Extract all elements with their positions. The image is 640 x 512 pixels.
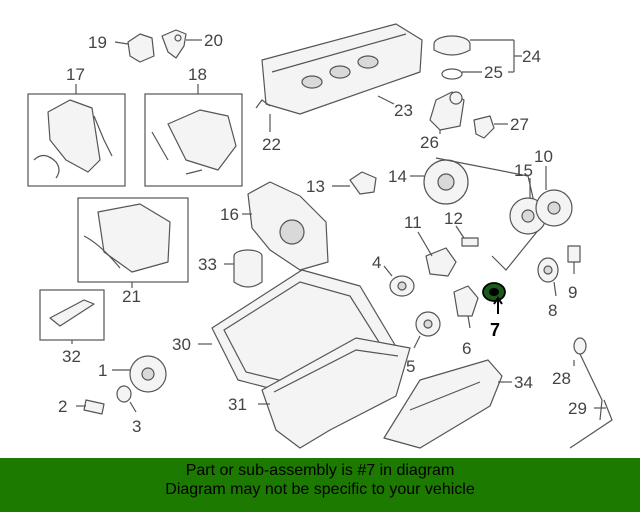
callout-27[interactable]: 27: [510, 115, 529, 134]
callout-34[interactable]: 34: [514, 373, 533, 392]
part-32-sealant: [39, 289, 105, 344]
part-29-dipstick: [569, 399, 613, 449]
part-2-bolt: [76, 399, 105, 415]
part-17-timing-cover: [27, 84, 126, 187]
callout-21[interactable]: 21: [122, 287, 141, 306]
part-25-cap-gasket: [441, 68, 514, 80]
callout-33[interactable]: 33: [198, 255, 217, 274]
callout-10[interactable]: 10: [534, 147, 553, 166]
part-19-bracket: [114, 33, 155, 63]
part-14-cam-sprocket: [410, 157, 541, 271]
part-7-oil-seal[interactable]: [482, 282, 506, 314]
callout-4[interactable]: 4: [372, 253, 381, 272]
part-23-valve-cover: [261, 23, 423, 115]
part-21-gasket-set: [77, 197, 189, 288]
part-28-dipstick-tube: [573, 337, 603, 421]
callout-16[interactable]: 16: [220, 205, 239, 224]
callout-15[interactable]: 15: [514, 161, 533, 180]
callout-11[interactable]: 11: [404, 213, 422, 232]
part-4-idler: [383, 265, 415, 297]
callout-28[interactable]: 28: [552, 369, 571, 388]
part-24-oil-cap: [433, 35, 522, 72]
part-27-elbow: [473, 115, 508, 139]
callout-14[interactable]: 14: [388, 167, 407, 186]
part-33-oil-filter: [224, 249, 263, 288]
part-22-gasket: [255, 99, 271, 132]
callout-18[interactable]: 18: [188, 65, 207, 84]
part-18-timing-cover: [144, 84, 243, 187]
callout-2[interactable]: 2: [58, 397, 67, 416]
part-3-washer: [116, 385, 137, 413]
callout-26[interactable]: 26: [420, 133, 439, 152]
banner-line-2: Diagram may not be specific to your vehi…: [165, 481, 475, 498]
banner-line-1: Part or sub-assembly is #7 in diagram: [185, 462, 455, 479]
part-1-crank-pulley: [112, 355, 167, 393]
callout-3[interactable]: 3: [132, 417, 141, 436]
callout-25[interactable]: 25: [484, 63, 503, 82]
part-13-sensor: [332, 171, 377, 195]
part-8-pulley: [537, 257, 559, 297]
part-16-oil-pump: [242, 181, 329, 271]
callout-31[interactable]: 31: [228, 395, 247, 414]
callout-1[interactable]: 1: [98, 361, 107, 380]
part-20-bracket: [161, 29, 202, 59]
callout-24[interactable]: 24: [522, 47, 541, 66]
info-banner: Part or sub-assembly is #7 in diagram Di…: [0, 458, 640, 512]
callout-7[interactable]: 7: [490, 320, 500, 340]
part-10-sprocket: [535, 166, 573, 227]
callout-30[interactable]: 30: [172, 335, 191, 354]
callout-29[interactable]: 29: [568, 399, 587, 418]
callout-9[interactable]: 9: [568, 283, 577, 302]
part-34-intake-manifold: [383, 359, 512, 449]
callout-13[interactable]: 13: [306, 177, 325, 196]
callout-19[interactable]: 19: [88, 33, 107, 52]
part-12-bolt: [455, 225, 479, 247]
part-9-bushing: [567, 245, 581, 274]
part-31-oil-pan-lower: [258, 337, 411, 449]
callout-22[interactable]: 22: [262, 135, 281, 154]
callout-6[interactable]: 6: [462, 339, 471, 358]
engine-exploded-diagram: 19 20 17 18 23 22: [27, 23, 613, 449]
callout-32[interactable]: 32: [62, 347, 81, 366]
part-5-crank-gear: [413, 311, 441, 349]
part-26-bracket: [429, 91, 465, 134]
callout-23[interactable]: 23: [394, 101, 413, 120]
callout-20[interactable]: 20: [204, 31, 223, 50]
callout-12[interactable]: 12: [444, 209, 463, 228]
part-11-tensioner: [417, 231, 457, 277]
part-6-seal-housing: [453, 285, 479, 329]
callout-5[interactable]: 5: [406, 357, 415, 376]
callout-8[interactable]: 8: [548, 301, 557, 320]
callout-17[interactable]: 17: [66, 65, 85, 84]
